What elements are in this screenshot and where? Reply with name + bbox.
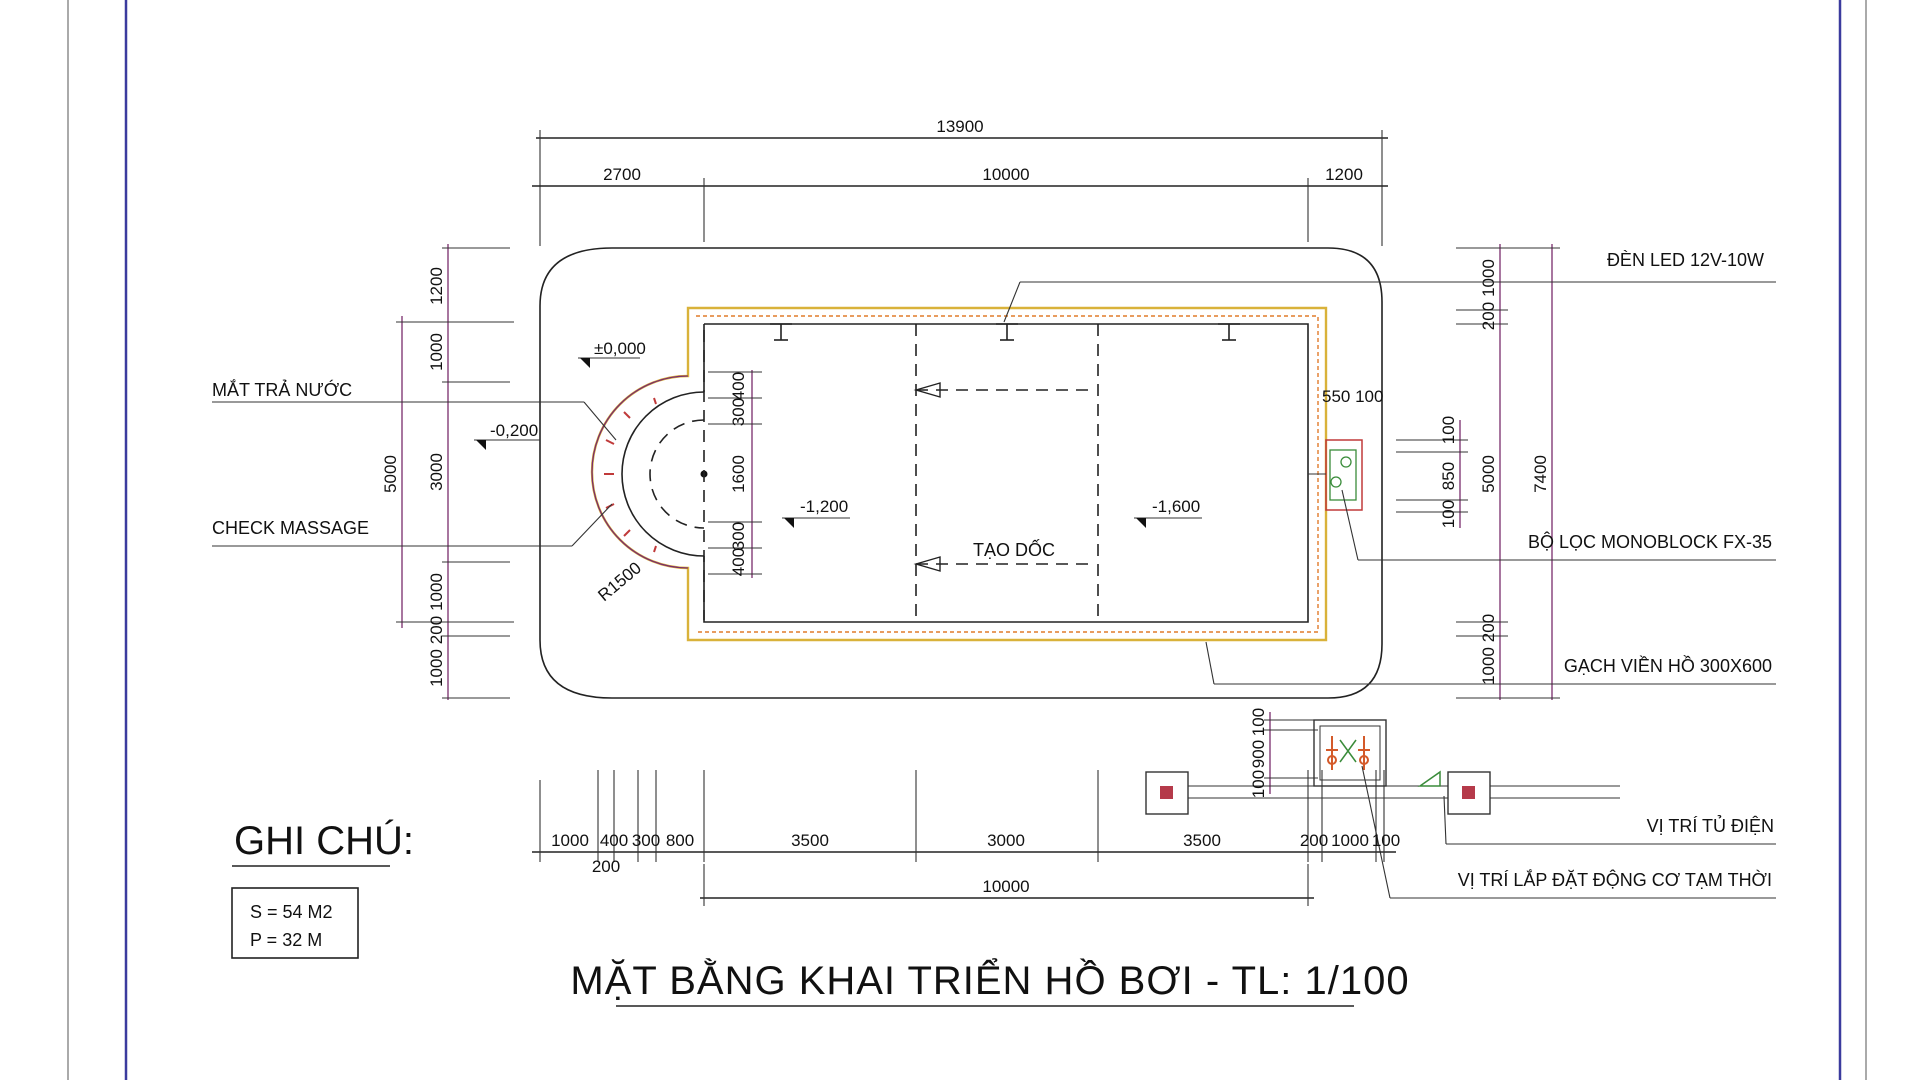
dim-total-width: 13900: [936, 117, 983, 136]
svg-text:GẠCH VIỀN HỒ 300X600: GẠCH VIỀN HỒ 300X600: [1564, 655, 1772, 676]
svg-text:100: 100: [1249, 708, 1268, 736]
svg-text:MẮT TRẢ NƯỚC: MẮT TRẢ NƯỚC: [212, 379, 352, 400]
callout-panel: VỊ TRÍ TỦ ĐIỆN: [1443, 795, 1776, 845]
drawing-title: MẶT BẰNG KHAI TRIỂN HỒ BƠI - TL: 1/100: [570, 956, 1409, 1003]
svg-text:3500: 3500: [791, 831, 829, 850]
svg-text:3500: 3500: [1183, 831, 1221, 850]
svg-text:1000: 1000: [427, 333, 446, 371]
svg-text:10000: 10000: [982, 877, 1029, 896]
callout-led: ĐÈN LED 12V-10W: [1003, 250, 1776, 323]
svg-text:300: 300: [729, 398, 748, 426]
svg-text:300: 300: [729, 522, 748, 550]
svg-text:5000: 5000: [381, 455, 400, 493]
callout-filter: BỘ LỌC MONOBLOCK FX-35: [1341, 489, 1776, 561]
svg-text:±0,000: ±0,000: [594, 339, 646, 358]
dim-top-left: 2700: [603, 165, 641, 184]
svg-text:1000: 1000: [1331, 831, 1369, 850]
svg-text:200: 200: [1479, 302, 1498, 330]
level-zero: ±0,000: [578, 339, 646, 368]
svg-text:850: 850: [1439, 462, 1458, 490]
dim-top-right: 1200: [1325, 165, 1363, 184]
svg-text:100: 100: [1439, 416, 1458, 444]
arc-inner-dimensions: 400 300 1600 300 400: [708, 370, 762, 578]
svg-text:200: 200: [592, 857, 620, 876]
svg-text:1000: 1000: [551, 831, 589, 850]
svg-text:400: 400: [729, 548, 748, 576]
notes-heading: GHI CHÚ:: [234, 818, 414, 863]
svg-text:1000: 1000: [1479, 647, 1498, 685]
equipment-row: 100 900 100: [1145, 708, 1620, 815]
svg-text:800: 800: [666, 831, 694, 850]
svg-text:200: 200: [1479, 614, 1498, 642]
svg-text:550 100: 550 100: [1322, 387, 1383, 406]
radius-label: R1500: [594, 558, 645, 605]
svg-text:1600: 1600: [729, 455, 748, 493]
svg-text:400: 400: [600, 831, 628, 850]
svg-text:400: 400: [729, 372, 748, 400]
svg-text:1000: 1000: [427, 649, 446, 687]
dim-top-mid: 10000: [982, 165, 1029, 184]
callout-massage: CHECK MASSAGE: [212, 503, 613, 547]
notes-block: GHI CHÚ: S = 54 M2 P = 32 M: [231, 818, 414, 959]
bottom-dimensions: 1000 400 300 800 3500 3000 3500 200 1000…: [532, 770, 1400, 906]
svg-text:3000: 3000: [427, 453, 446, 491]
svg-text:ĐÈN LED 12V-10W: ĐÈN LED 12V-10W: [1607, 250, 1764, 270]
svg-text:100: 100: [1372, 831, 1400, 850]
svg-text:200: 200: [1300, 831, 1328, 850]
svg-text:100: 100: [1249, 770, 1268, 798]
svg-text:BỘ LỌC MONOBLOCK FX-35: BỘ LỌC MONOBLOCK FX-35: [1528, 531, 1772, 552]
svg-text:900: 900: [1249, 740, 1268, 768]
top-dimensions: 13900 2700 10000 1200: [532, 117, 1388, 246]
svg-text:100: 100: [1439, 500, 1458, 528]
svg-text:1200: 1200: [427, 267, 446, 305]
svg-text:-1,200: -1,200: [800, 497, 848, 516]
callout-return: MẮT TRẢ NƯỚC: [212, 379, 617, 441]
svg-text:5000: 5000: [1479, 455, 1498, 493]
svg-text:CHECK MASSAGE: CHECK MASSAGE: [212, 518, 369, 538]
note-perimeter: P = 32 M: [250, 930, 322, 950]
pool-basin: [590, 306, 1363, 642]
svg-text:1000: 1000: [1479, 259, 1498, 297]
svg-text:300: 300: [632, 831, 660, 850]
svg-text:200: 200: [427, 616, 446, 644]
svg-text:VỊ TRÍ LẮP ĐẶT ĐỘNG CƠ TẠM THỜ: VỊ TRÍ LẮP ĐẶT ĐỘNG CƠ TẠM THỜI: [1458, 869, 1772, 890]
svg-text:-1,600: -1,600: [1152, 497, 1200, 516]
level-step: -0,200: [474, 421, 540, 450]
svg-text:-0,200: -0,200: [490, 421, 538, 440]
level-deep: -1,600: [1134, 497, 1202, 528]
pool-deck-outline: [539, 247, 1383, 699]
left-dimensions: 5000 1200 1000 3000 1000 200 1000: [381, 244, 514, 700]
right-dimensions: 7400 1000 200 5000 200 1000 100 850 100 …: [1322, 244, 1560, 700]
svg-text:VỊ TRÍ TỦ ĐIỆN: VỊ TRÍ TỦ ĐIỆN: [1647, 815, 1774, 836]
slope-label: TẠO DỐC: [973, 539, 1055, 560]
svg-text:3000: 3000: [987, 831, 1025, 850]
level-shallow: -1,200: [782, 497, 850, 528]
note-area: S = 54 M2: [250, 902, 333, 922]
svg-text:7400: 7400: [1531, 455, 1550, 493]
callout-tile: GẠCH VIỀN HỒ 300X600: [1205, 641, 1776, 685]
svg-text:1000: 1000: [427, 573, 446, 611]
